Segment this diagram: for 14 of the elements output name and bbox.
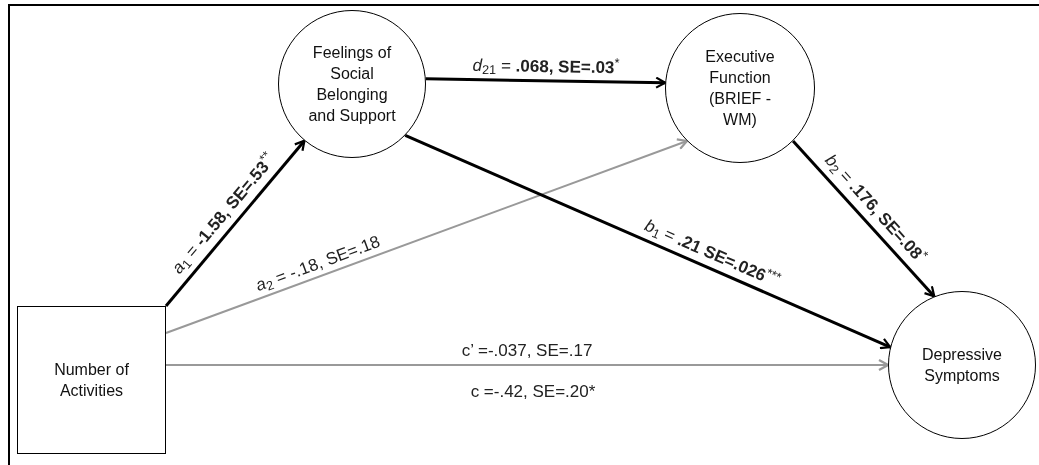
arrow (791, 140, 936, 298)
node-text: Executive Function (BRIEF - WM) (704, 47, 776, 130)
variable-box (17, 306, 166, 454)
arrow (404, 134, 892, 350)
node-text: Feelings of Social Belonging and Support (307, 43, 397, 126)
edge-label: d$_{21}$ = .068, SE=.03$^{*}$ (472, 55, 620, 78)
arrow (165, 138, 689, 334)
node-text: Number of Activities (53, 360, 130, 401)
arrow (164, 139, 306, 307)
node-text: Depressive Symptoms (921, 345, 1003, 386)
arrow (425, 76, 667, 89)
edge-label: c’ =-.037, SE=.17 (461, 341, 593, 361)
coefficient-text: c =-.42, SE=.20* (470, 382, 596, 402)
arrow (165, 358, 890, 372)
